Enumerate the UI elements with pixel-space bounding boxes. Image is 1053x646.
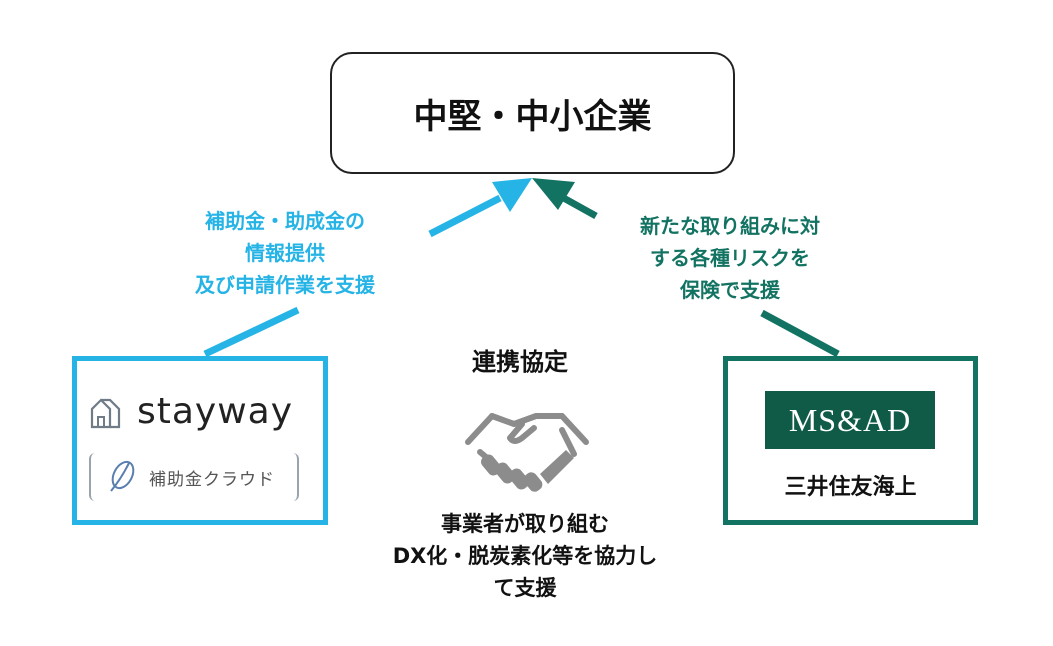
- hojokin-logo-icon: [110, 460, 135, 492]
- arrow-up-right-icon: [492, 178, 532, 212]
- right-caption: 新たな取り組みに対 する各種リスクを 保険で支援: [640, 214, 820, 302]
- top-node-label: 中堅・中小企業: [413, 96, 652, 137]
- left-connector: [203, 178, 532, 358]
- stayway-partner-box: stayway 補助金クラウド: [72, 356, 328, 525]
- msad-logo-text: MS&AD: [788, 401, 912, 438]
- stayway-wordmark: stayway: [137, 391, 294, 432]
- top-node-box: 中堅・中小企業: [330, 52, 735, 174]
- agreement-title: 連携協定: [472, 348, 568, 376]
- msad-partner-box: MS&AD 三井住友海上: [723, 356, 978, 525]
- hojokin-cloud-logo: 補助金クラウド: [89, 453, 299, 501]
- left-caption: 補助金・助成金の 情報提供 及び申請作業を支援: [195, 209, 375, 297]
- mitsui-sumitomo-name: 三井住友海上: [784, 475, 917, 500]
- arrow-up-left-icon: [532, 178, 575, 210]
- stayway-logo: stayway: [89, 391, 293, 432]
- agreement-description: 事業者が取り組む DX化・脱炭素化等を協力し て支援: [392, 512, 658, 600]
- house-icon: [90, 397, 121, 428]
- hojokin-cloud-text: 補助金クラウド: [149, 469, 275, 490]
- msad-logo: MS&AD: [765, 391, 935, 449]
- right-connector: [532, 178, 840, 358]
- handshake-icon: [465, 413, 589, 492]
